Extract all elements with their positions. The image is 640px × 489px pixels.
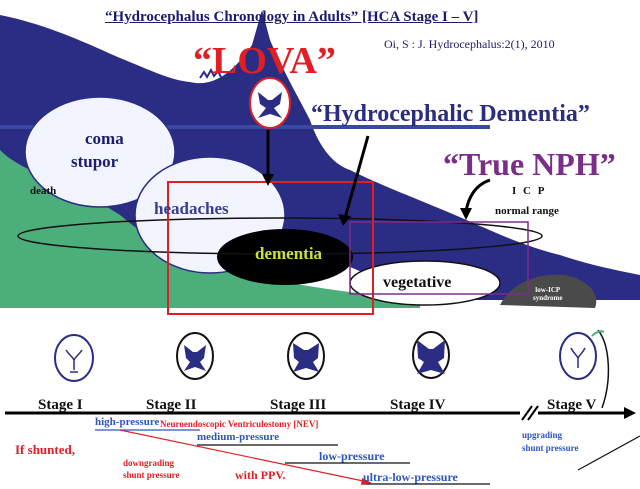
stupor-label: stupor [71, 153, 118, 170]
diagram-title: “Hydrocephalus Chronology in Adults” [HC… [105, 10, 478, 25]
lova-label: “LOVA” [193, 42, 336, 80]
citation: Oi, S : J. Hydrocephalus:2(1), 2010 [384, 38, 555, 50]
headaches-label: headaches [154, 200, 229, 217]
vegetative-label: vegetative [383, 275, 451, 291]
dementia-label: dementia [255, 245, 322, 262]
hydrocephalic-dementia-label: “Hydrocephalic Dementia” [311, 102, 590, 126]
stage1-icon [55, 335, 93, 381]
if-shunted-label: If shunted, [15, 443, 75, 456]
icp-arrow [466, 180, 490, 212]
stage-2-label: Stage II [146, 398, 196, 413]
death-label: death [30, 186, 56, 197]
stage-1-label: Stage I [38, 398, 83, 413]
high-pressure-label: high-pressure [95, 417, 159, 428]
stage2-icon [177, 333, 213, 379]
medium-pressure-label: medium-pressure [197, 432, 279, 443]
with-ppv-label: with PPV. [235, 469, 285, 481]
ultra-low-pressure-label: ultra-low-pressure [363, 471, 458, 483]
stage-5-label: Stage V [547, 398, 596, 413]
stage-4-label: Stage IV [390, 398, 445, 413]
stage3-icon [288, 333, 324, 379]
normal-range-label: normal range [495, 206, 559, 217]
coma-label: coma [85, 130, 124, 147]
low-pressure-label: low-pressure [319, 450, 385, 462]
stage-3-label: Stage III [270, 398, 326, 413]
true-nph-label: “True NPH” [443, 148, 616, 180]
icp-label: I C P [512, 186, 546, 197]
stage4-icon [413, 332, 449, 378]
upgrade-line [578, 436, 640, 470]
nev-label: Neuroendoscopic Ventriculostomy [NEV] [160, 420, 318, 429]
